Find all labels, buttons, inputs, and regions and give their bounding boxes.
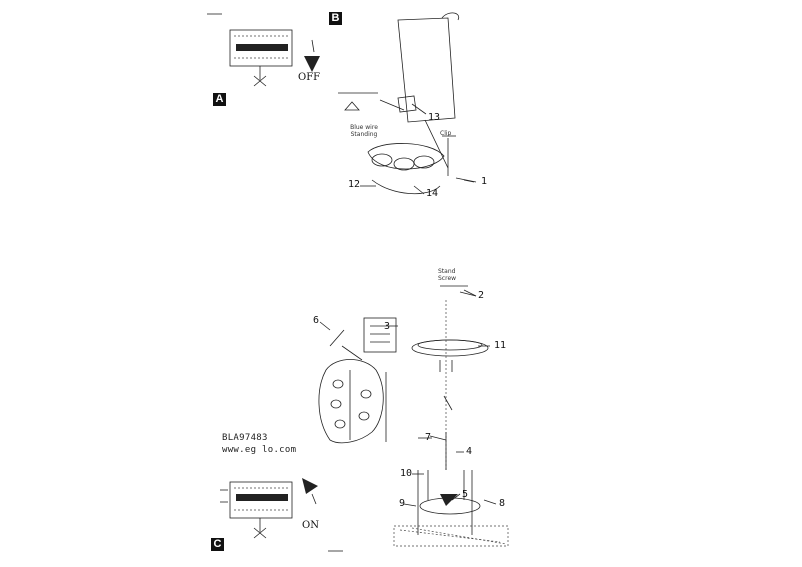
callout-leaders bbox=[319, 103, 497, 507]
exploded-assembly-c bbox=[318, 285, 509, 552]
callout-13: 13 bbox=[428, 112, 441, 123]
callout-9: 9 bbox=[399, 498, 406, 509]
breaker-box-a bbox=[207, 13, 320, 87]
callout-10: 10 bbox=[400, 468, 413, 479]
callout-5: 5 bbox=[462, 489, 469, 500]
stand-screw-label: Stand Screw bbox=[438, 268, 457, 282]
callout-1: 1 bbox=[481, 176, 488, 187]
callout-3: 3 bbox=[384, 321, 391, 332]
callout-6: 6 bbox=[313, 315, 320, 326]
product-website: www.eg lo.com bbox=[222, 445, 297, 455]
on-switch-label: ON bbox=[302, 520, 319, 531]
callout-7: 7 bbox=[425, 432, 432, 443]
off-switch-label: OFF bbox=[298, 72, 321, 83]
wire-warning-text: Blue wire Standing bbox=[350, 124, 378, 138]
callout-2: 2 bbox=[478, 290, 485, 301]
callout-12: 12 bbox=[348, 179, 361, 190]
callout-4: 4 bbox=[466, 446, 473, 457]
clip-label: Clip bbox=[440, 130, 452, 137]
panel-a-badge: A bbox=[213, 93, 226, 106]
callout-14: 14 bbox=[426, 188, 439, 199]
callout-11: 11 bbox=[494, 340, 507, 351]
breaker-box-c bbox=[220, 478, 318, 539]
callout-8: 8 bbox=[499, 498, 506, 509]
lamp-b bbox=[338, 12, 477, 195]
product-code: BLA97483 bbox=[222, 433, 268, 443]
panel-b-badge: B bbox=[329, 12, 342, 25]
panel-c-badge: C bbox=[211, 538, 224, 551]
